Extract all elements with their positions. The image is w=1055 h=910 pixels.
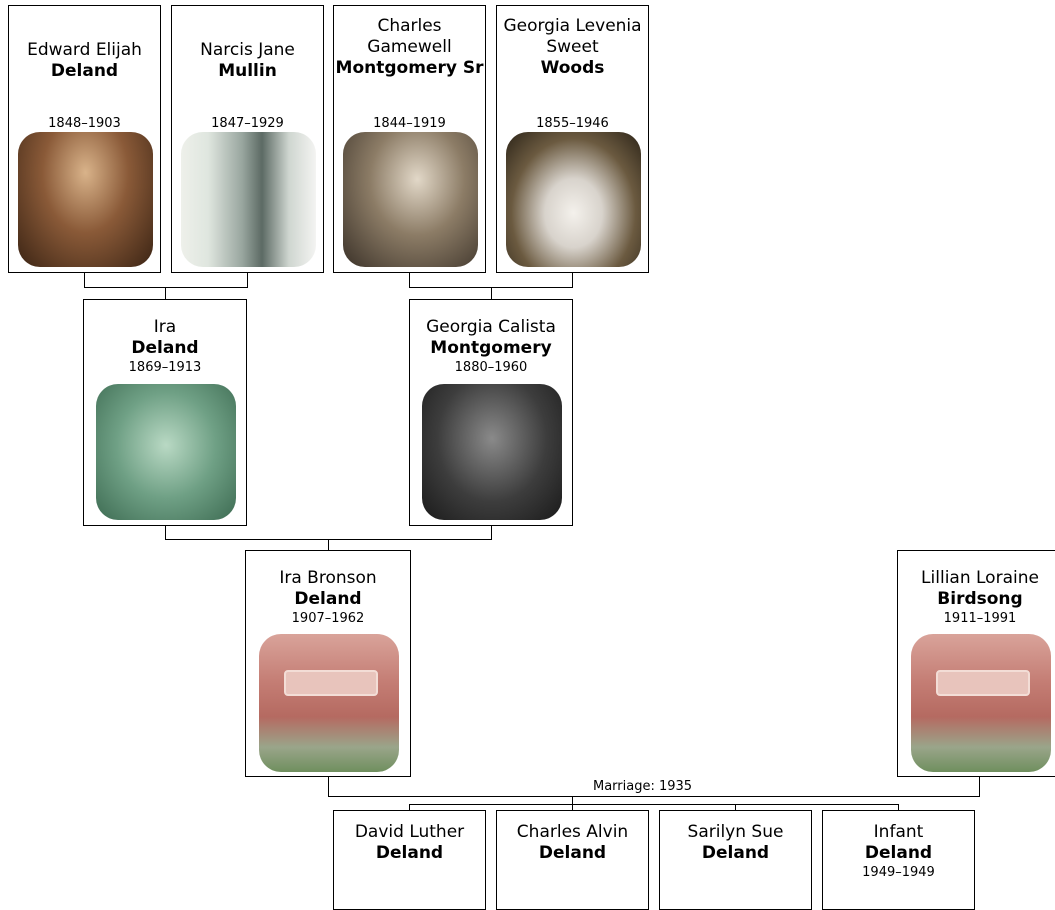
given-name: Charles Gamewell [367, 16, 452, 57]
life-dates: 1949–1949 [862, 865, 935, 880]
person-card-ira-bronson-deland[interactable]: Ira Bronson Deland 1907–1962 [245, 550, 411, 777]
life-dates: 1880–1960 [454, 360, 528, 375]
connector-line [572, 804, 573, 811]
surname: Deland [375, 843, 444, 863]
connector-line [409, 804, 410, 811]
life-dates: 1907–1962 [291, 611, 365, 626]
given-name: Ira [153, 317, 177, 337]
surname: Deland [131, 338, 199, 358]
life-dates: 1847–1929 [211, 116, 284, 131]
gravestone-plaque [936, 670, 1030, 696]
given-name: Infant [873, 822, 924, 842]
person-card-lillian-loraine-birdsong[interactable]: Lillian Loraine Birdsong 1911–1991 [897, 550, 1055, 777]
group-photo[interactable] [422, 384, 562, 520]
surname: Montgomery [430, 338, 552, 358]
gravestone-photo[interactable] [96, 384, 236, 520]
portrait-photo[interactable] [343, 132, 478, 267]
person-card-sarilyn-sue-deland[interactable]: Sarilyn Sue Deland [659, 810, 812, 910]
person-card-narcis-jane-mullin[interactable]: Narcis Jane Mullin 1847–1929 [171, 5, 324, 273]
marriage-line [328, 796, 980, 797]
surname: Deland [294, 589, 362, 609]
person-card-ira-deland[interactable]: Ira Deland 1869–1913 [83, 299, 247, 526]
connector-line [328, 539, 329, 551]
given-name: Georgia Calista [426, 317, 556, 337]
portrait-photo[interactable] [506, 132, 641, 267]
connector-line [247, 273, 248, 287]
gravestone-plaque [284, 670, 378, 696]
surname: Deland [701, 843, 770, 863]
surname: Deland [50, 60, 119, 81]
given-name: Georgia Levenia Sweet [503, 16, 642, 57]
connector-line [572, 797, 573, 804]
connector-line [735, 804, 736, 811]
portrait-photo[interactable] [18, 132, 153, 267]
surname: Mullin [218, 60, 277, 81]
given-name: Sarilyn Sue [687, 822, 784, 842]
person-card-georgia-calista-montgomery[interactable]: Georgia Calista Montgomery 1880–1960 [409, 299, 573, 526]
given-name: Narcis Jane [200, 39, 295, 60]
person-card-charles-alvin-deland[interactable]: Charles Alvin Deland [496, 810, 649, 910]
person-card-charles-gamewell-montgomery-sr[interactable]: Charles Gamewell Montgomery Sr 1844–1919 [333, 5, 486, 273]
surname: Deland [864, 843, 933, 863]
life-dates: 1855–1946 [536, 116, 609, 131]
connector-line [409, 804, 899, 805]
given-name: Charles Alvin [516, 822, 629, 842]
surname: Deland [538, 843, 607, 863]
connector-line [165, 287, 166, 300]
given-name: David Luther [354, 822, 465, 842]
marriage-label: Marriage: 1935 [591, 779, 695, 794]
connector-line [898, 804, 899, 811]
connector-line [979, 777, 980, 797]
connector-line [165, 526, 166, 539]
gravestone-photo[interactable] [911, 634, 1051, 772]
gravestone-photo[interactable] [259, 634, 399, 772]
person-card-georgia-levenia-sweet-woods[interactable]: Georgia Levenia Sweet Woods 1855–1946 [496, 5, 649, 273]
given-name: Edward Elijah [27, 39, 142, 60]
connector-line [572, 273, 573, 287]
life-dates: 1911–1991 [943, 611, 1017, 626]
given-name: Ira Bronson [279, 568, 377, 588]
surname: Montgomery Sr [335, 58, 484, 78]
person-card-edward-elijah-deland[interactable]: Edward Elijah Deland 1848–1903 [8, 5, 161, 273]
connector-line [84, 273, 85, 287]
life-dates: 1844–1919 [373, 116, 446, 131]
connector-line [409, 273, 410, 287]
connector-line [328, 777, 329, 797]
connector-line [491, 526, 492, 539]
connector-line [84, 287, 248, 288]
given-name: Lillian Loraine [921, 568, 1039, 588]
life-dates: 1869–1913 [128, 360, 202, 375]
portrait-photo[interactable] [181, 132, 316, 267]
life-dates: 1848–1903 [48, 116, 121, 131]
person-card-infant-deland[interactable]: Infant Deland 1949–1949 [822, 810, 975, 910]
surname: Birdsong [937, 589, 1023, 609]
connector-line [491, 287, 492, 300]
person-card-david-luther-deland[interactable]: David Luther Deland [333, 810, 486, 910]
surname: Woods [540, 58, 605, 78]
